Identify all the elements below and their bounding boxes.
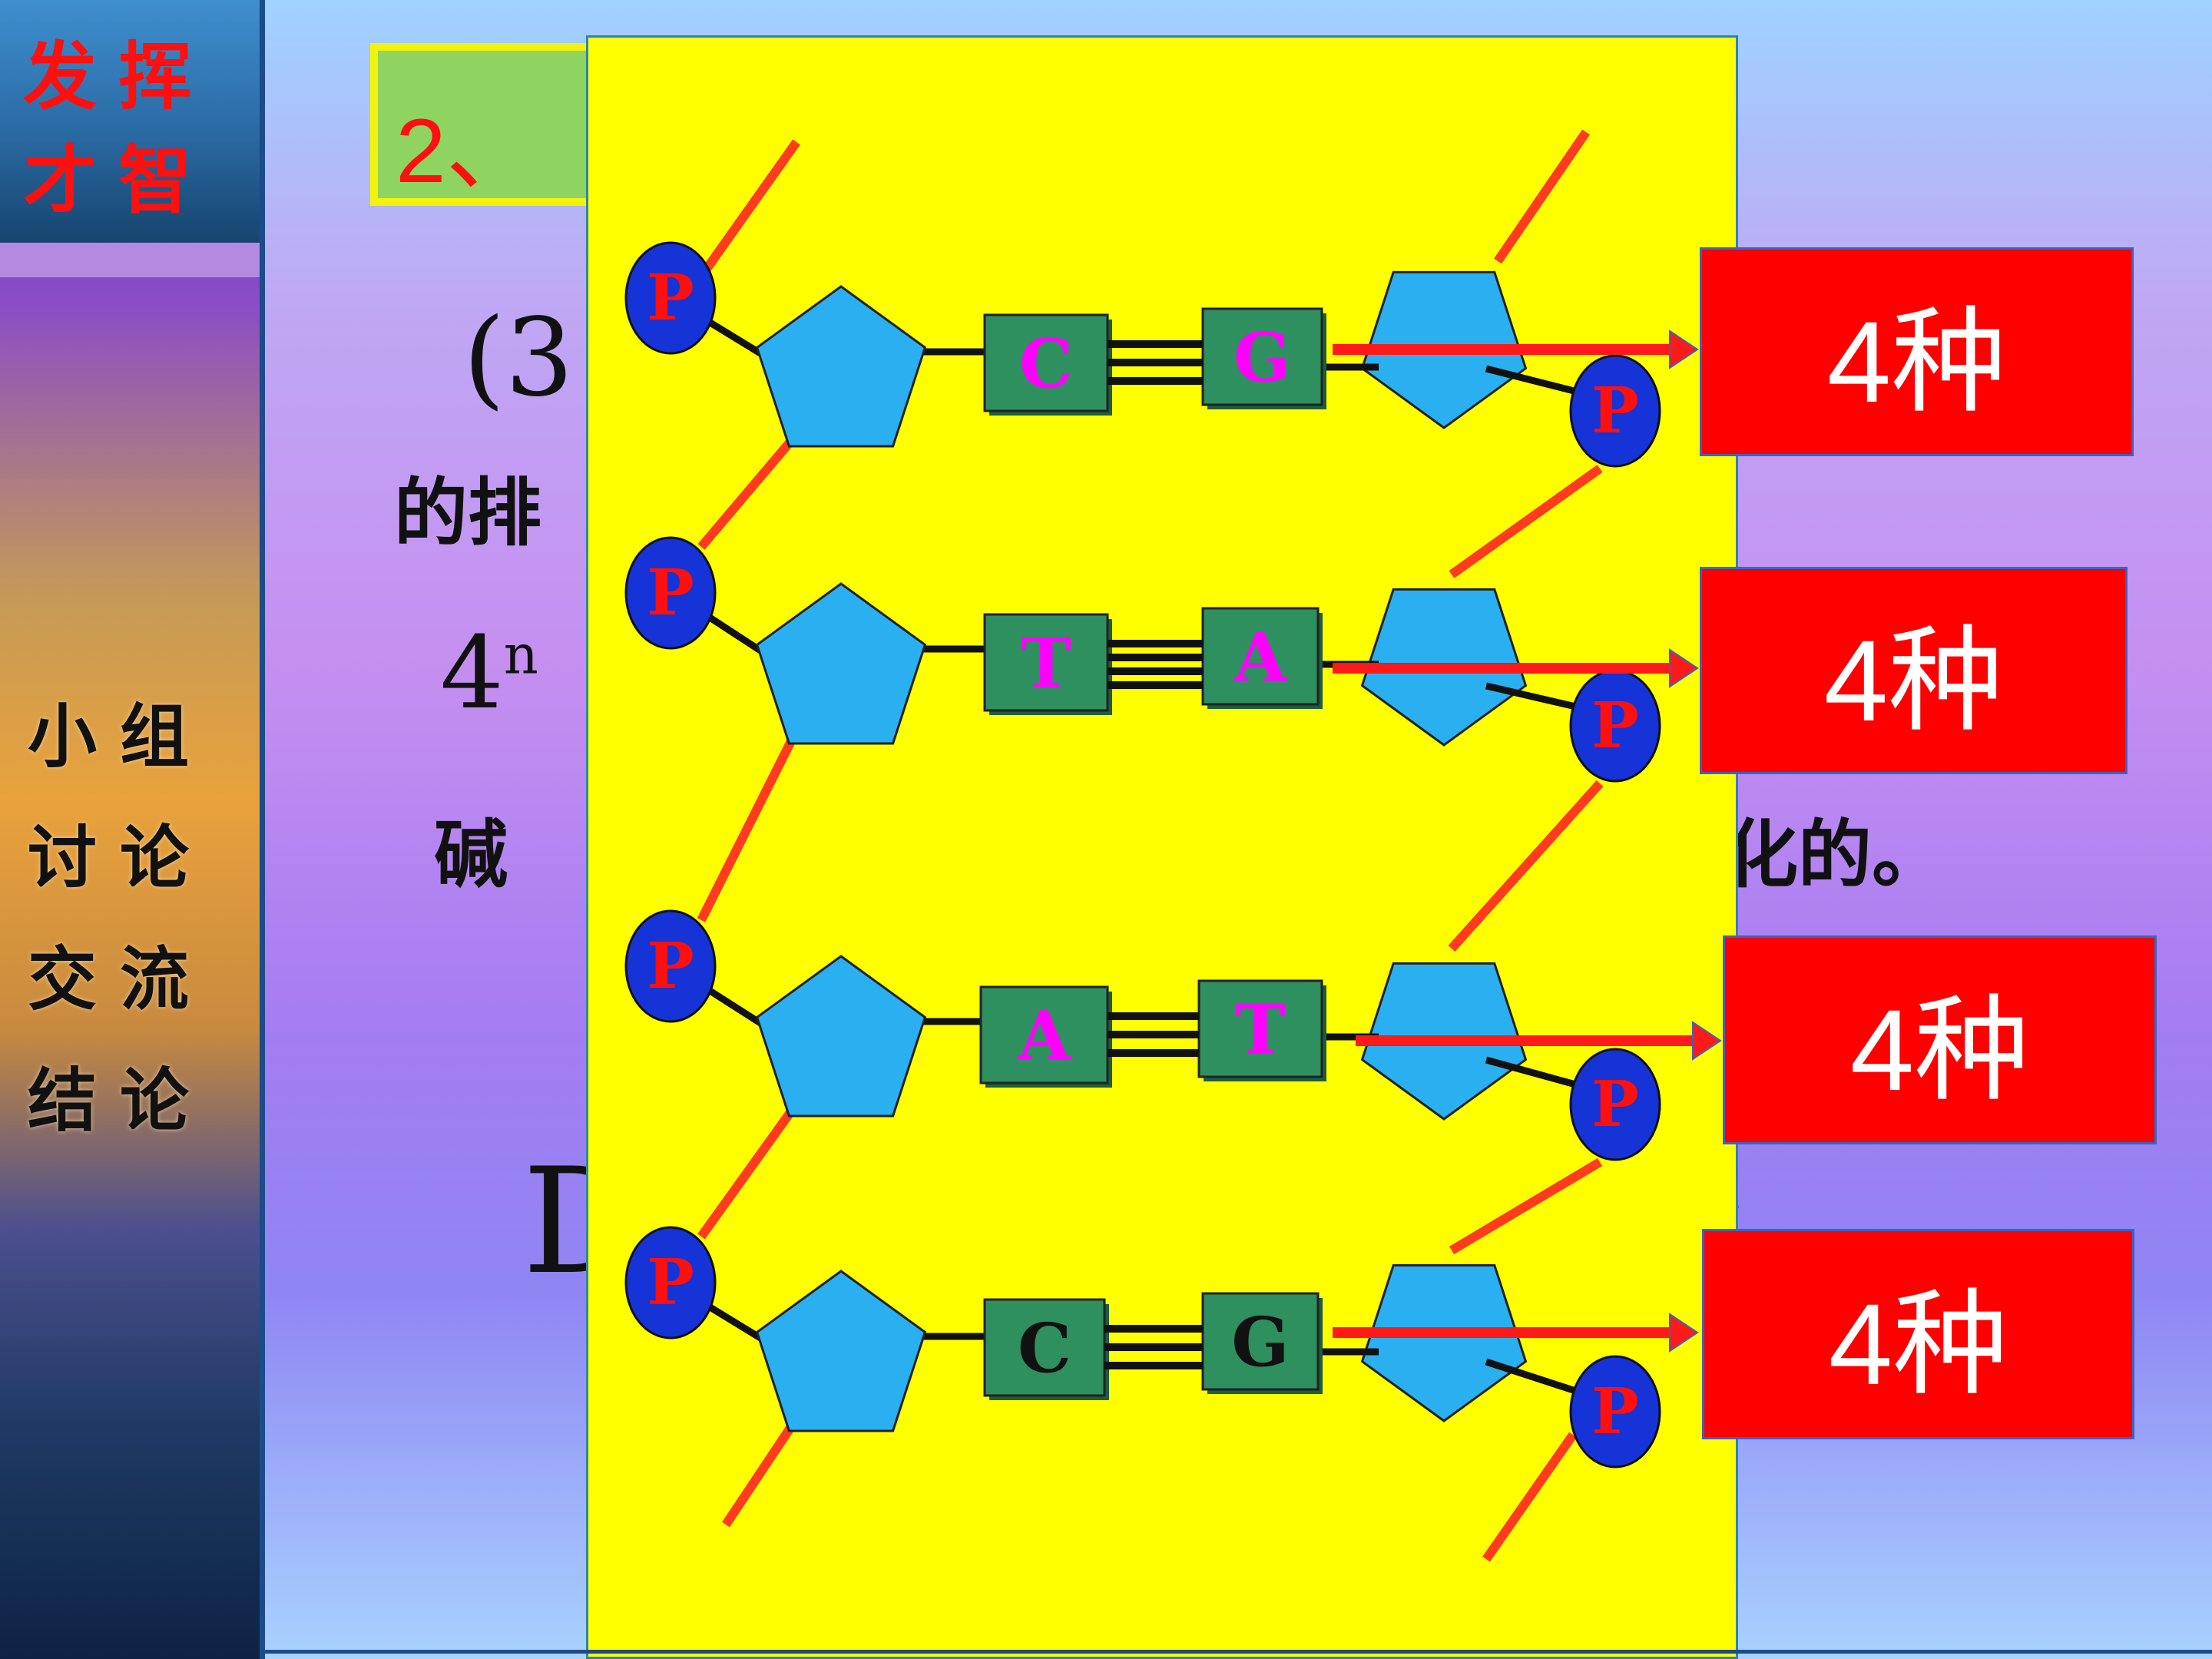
base-right-label: G (1233, 318, 1291, 398)
base-left-label: C (1018, 1309, 1071, 1389)
backbone-left-segment (697, 433, 799, 550)
phosphate-right-label: P (1591, 1375, 1639, 1449)
sugar-left (755, 285, 927, 448)
bottom-border (265, 1650, 2212, 1654)
sidebar-edge (260, 0, 265, 1659)
sidebar-divider-band (0, 243, 265, 277)
phosphate-right-label: P (1591, 689, 1639, 763)
formula-base: 4 (440, 614, 504, 731)
body-line-2: 的排 (394, 469, 541, 556)
phosphate-left (624, 241, 717, 355)
phosphate-sugar-bond (703, 316, 763, 356)
phosphate-right-label: P (1591, 374, 1639, 448)
phosphate-left (624, 1226, 717, 1339)
base-right-label: G (1231, 1303, 1289, 1382)
base-right-label: A (1233, 618, 1288, 697)
label-arrow-head (1669, 648, 1699, 688)
phosphate-right-label: P (1591, 1068, 1639, 1141)
sidebar-title: 发挥才智 (23, 33, 214, 224)
base-left (983, 613, 1109, 712)
kind-label-box: 4种 (1723, 935, 2157, 1144)
base-left (979, 985, 1109, 1084)
backbone-right-segment (1449, 465, 1603, 578)
heading-text: 2、 (396, 101, 537, 202)
kind-label-box: 4种 (1700, 247, 2134, 456)
body-line-3-left: 碱 (434, 811, 508, 898)
label-arrow-head (1669, 329, 1699, 369)
sugar-left (755, 955, 927, 1118)
sugar-left (755, 582, 927, 745)
sidebar-header-panel (0, 0, 265, 243)
base-right (1201, 1292, 1320, 1391)
formula-exponent: n (503, 623, 538, 687)
phosphate-left-label: P (647, 929, 694, 1003)
phosphate-left-label: P (647, 556, 694, 630)
sugar-left (755, 1270, 927, 1432)
kind-label-box: 4种 (1702, 1229, 2134, 1439)
phosphate-right (1569, 1048, 1661, 1161)
label-arrow-head (1692, 1021, 1722, 1061)
base-right-label: T (1235, 990, 1285, 1070)
base-left-label: C (1019, 324, 1073, 404)
body-line-3-right: 化的。 (1724, 811, 1945, 898)
sugar-right (1360, 1263, 1528, 1422)
backbone-right-segment (1494, 129, 1590, 264)
base-left (983, 1298, 1106, 1397)
phosphate-right (1569, 354, 1661, 468)
backbone-right-segment (1482, 1432, 1577, 1562)
phosphate-sugar-bond (703, 1301, 763, 1341)
base-right (1201, 307, 1323, 406)
kind-label-box: 4种 (1700, 567, 2128, 774)
sidebar: 发挥才智 小组讨论交流结论 (0, 0, 265, 1659)
backbone-left-segment (697, 731, 800, 922)
backbone-right-segment (1449, 1157, 1603, 1255)
formula: 4n (440, 614, 538, 731)
backbone-left-segment (703, 139, 800, 272)
base-left-label: A (1017, 996, 1071, 1076)
phosphate-sugar-bond (703, 611, 763, 654)
label-arrow-head (1669, 1313, 1699, 1353)
base-left-label: T (1021, 624, 1071, 704)
phosphate-left-label: P (647, 1246, 694, 1320)
base-right (1197, 979, 1323, 1078)
backbone-left-segment (722, 1418, 799, 1528)
phosphate-right (1569, 1355, 1661, 1469)
question-prefix: (3 (463, 296, 574, 421)
phosphate-left-label: P (647, 261, 694, 335)
phosphate-left (624, 909, 717, 1023)
heading-box (370, 43, 601, 206)
backbone-right-segment (1448, 780, 1604, 952)
sidebar-note: 小组讨论交流结论 (28, 696, 212, 1141)
phosphate-left (624, 536, 717, 650)
phosphate-sugar-bond (703, 985, 763, 1026)
backbone-left-segment (697, 1103, 799, 1240)
